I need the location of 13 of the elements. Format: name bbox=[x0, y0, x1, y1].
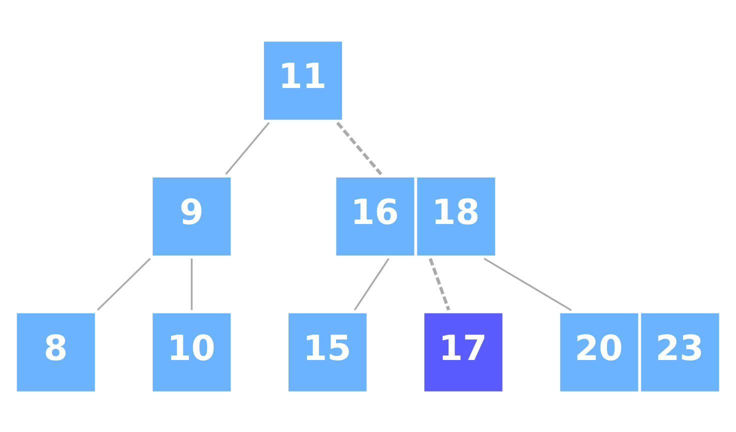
connector bbox=[336, 121, 382, 175]
connector bbox=[484, 257, 572, 311]
node-box: 15 bbox=[288, 312, 367, 391]
connector bbox=[190, 258, 193, 310]
connector bbox=[428, 258, 450, 310]
node-box: 11 bbox=[264, 41, 342, 120]
node-box: 8 bbox=[16, 312, 95, 391]
node-box: 9 bbox=[152, 177, 231, 255]
connector bbox=[354, 258, 390, 310]
connector bbox=[225, 122, 270, 174]
node-box: 10 bbox=[152, 312, 231, 391]
connector bbox=[97, 257, 151, 310]
node-box: 17 bbox=[424, 312, 502, 391]
